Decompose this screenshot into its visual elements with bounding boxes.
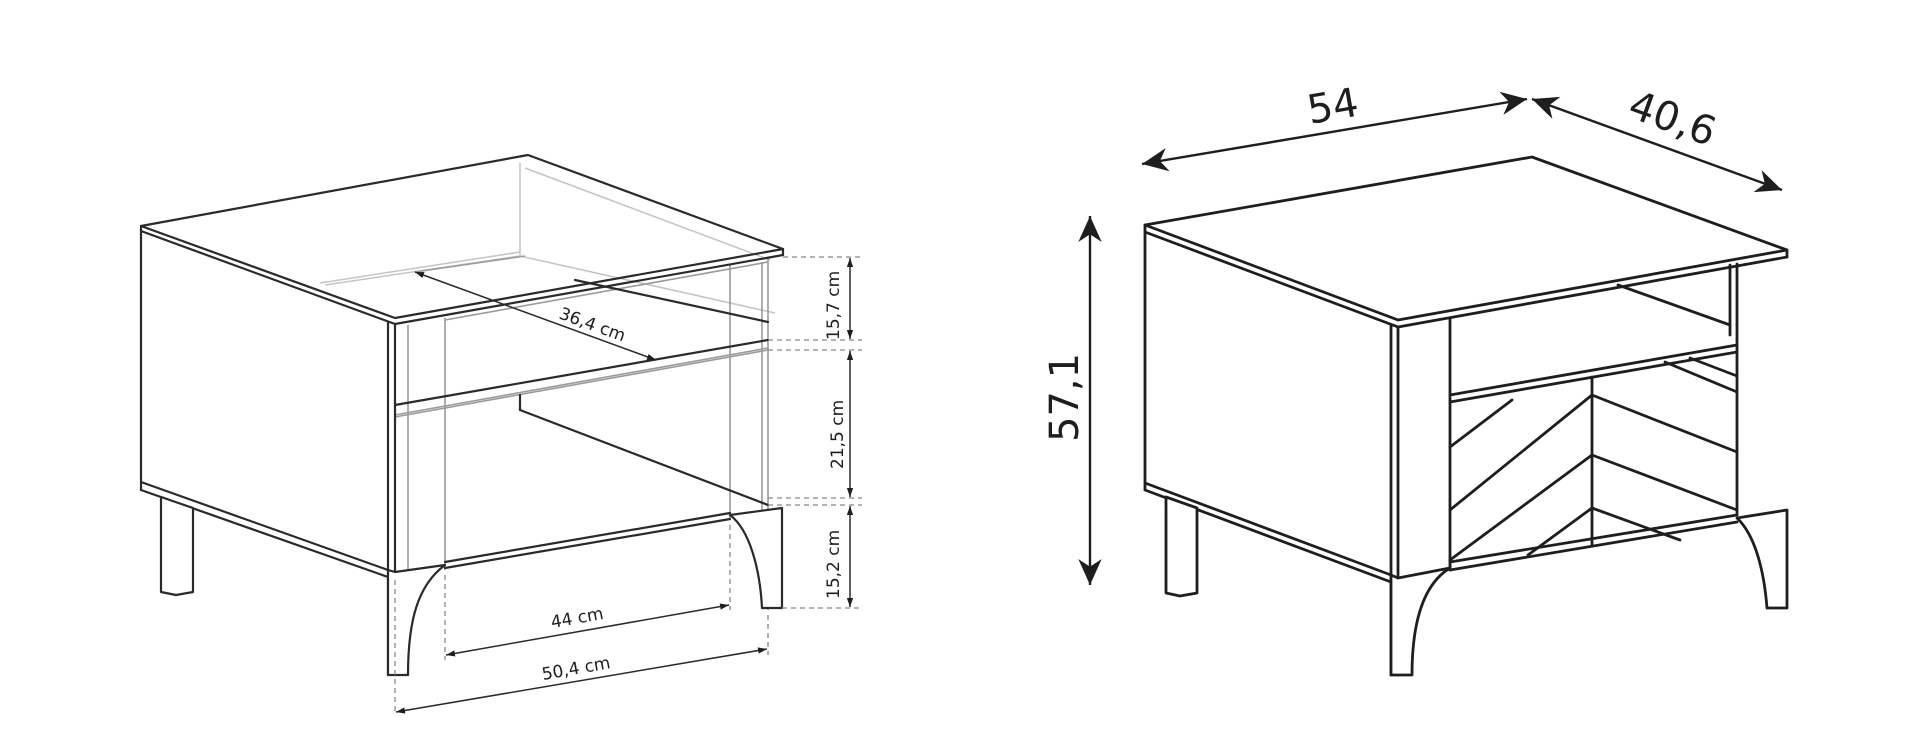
dim-label-middle-height: 21,5 cm [828,400,848,469]
dim-line-inner-depth [414,271,657,361]
right-view-dimensions: 54 40,6 57,1 [1042,80,1783,585]
dim-label-width: 54 [1304,80,1362,134]
left-view-dimensions: 36,4 cm 15,7 cm 21,5 cm 15,2 cm 44 cm 50… [394,256,862,715]
right-table-leg-right [1735,508,1789,610]
left-table-shelf [393,338,770,407]
dim-line-depth [1531,96,1783,193]
dim-label-height: 57,1 [1042,353,1088,442]
dim-label-depth: 40,6 [1623,82,1722,156]
dim-label-inner-depth: 36,4 cm [556,304,628,346]
right-view-table [1143,155,1789,677]
left-table-leg-right [728,506,784,610]
right-table-leg-front [1389,566,1452,677]
right-table-leg-back-left [1164,495,1199,598]
right-table-top [1143,155,1789,322]
left-table-leg-back-left [159,495,195,597]
left-table-leg-front [386,563,447,677]
right-table-chevron-fronts [1448,356,1739,562]
right-table-shelf [1448,343,1739,397]
left-view-table [139,153,785,677]
dim-label-upper-height: 15,7 cm [824,271,844,340]
dim-label-lower-height: 15,2 cm [824,530,844,599]
dim-label-outer-width: 50,4 cm [540,653,612,685]
dim-line-inner-width [445,603,730,657]
dim-line-outer-width [395,647,768,714]
dim-line-width [1141,91,1528,172]
